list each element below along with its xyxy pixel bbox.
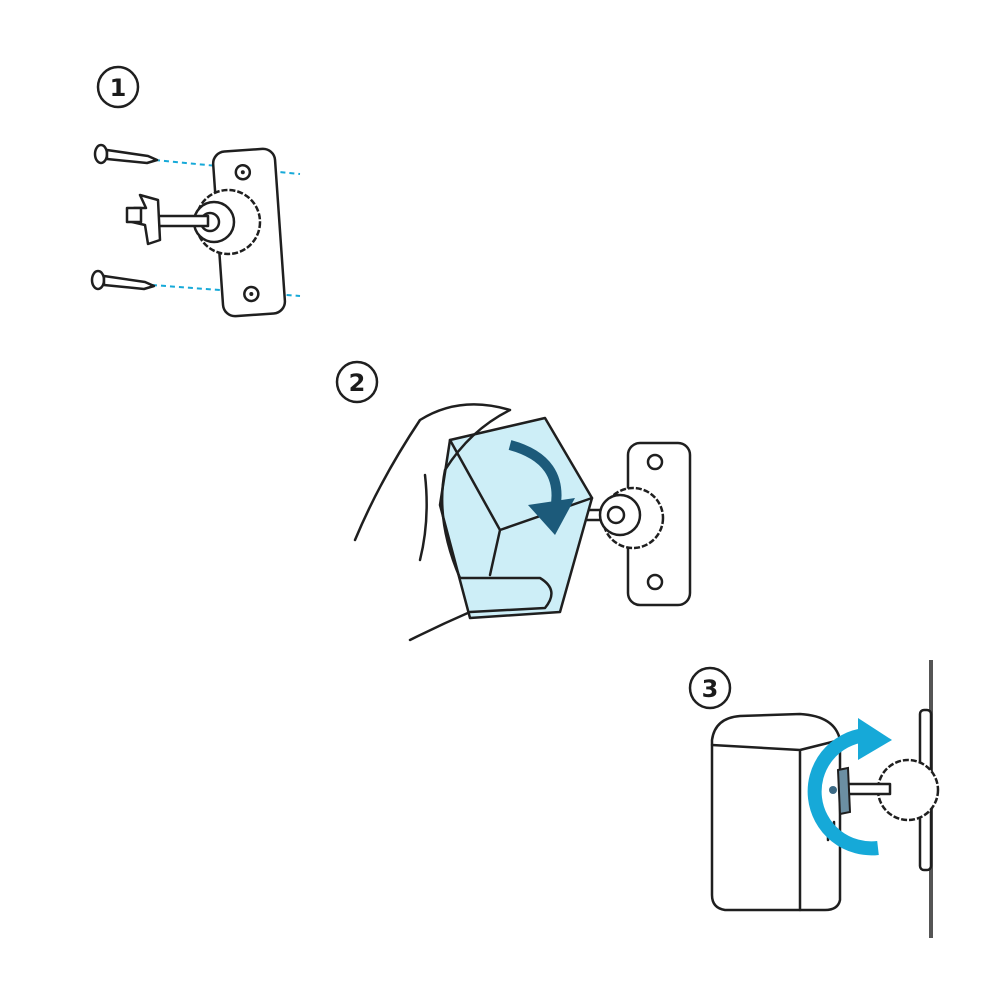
- step-2-badge: 2: [335, 360, 379, 404]
- mount-knob-2: [583, 486, 665, 550]
- screw-top: [93, 143, 159, 165]
- thumb-screw-3: [829, 766, 852, 816]
- step-2: 2: [335, 360, 692, 642]
- step-3: 3: [688, 660, 940, 938]
- step-3-number: 3: [702, 675, 719, 703]
- step-3-badge: 3: [688, 666, 732, 710]
- rotate-arrow-clockwise: [807, 718, 892, 856]
- step-1: 1: [90, 65, 301, 318]
- step-1-badge: 1: [96, 65, 140, 109]
- screw-bottom: [90, 269, 156, 291]
- hand: [353, 403, 553, 642]
- step-1-number: 1: [110, 74, 127, 102]
- mount-knob-3: [843, 758, 940, 822]
- mount-knob: [125, 188, 262, 256]
- step-2-number: 2: [349, 369, 366, 397]
- rotate-arrow-down: [508, 440, 575, 535]
